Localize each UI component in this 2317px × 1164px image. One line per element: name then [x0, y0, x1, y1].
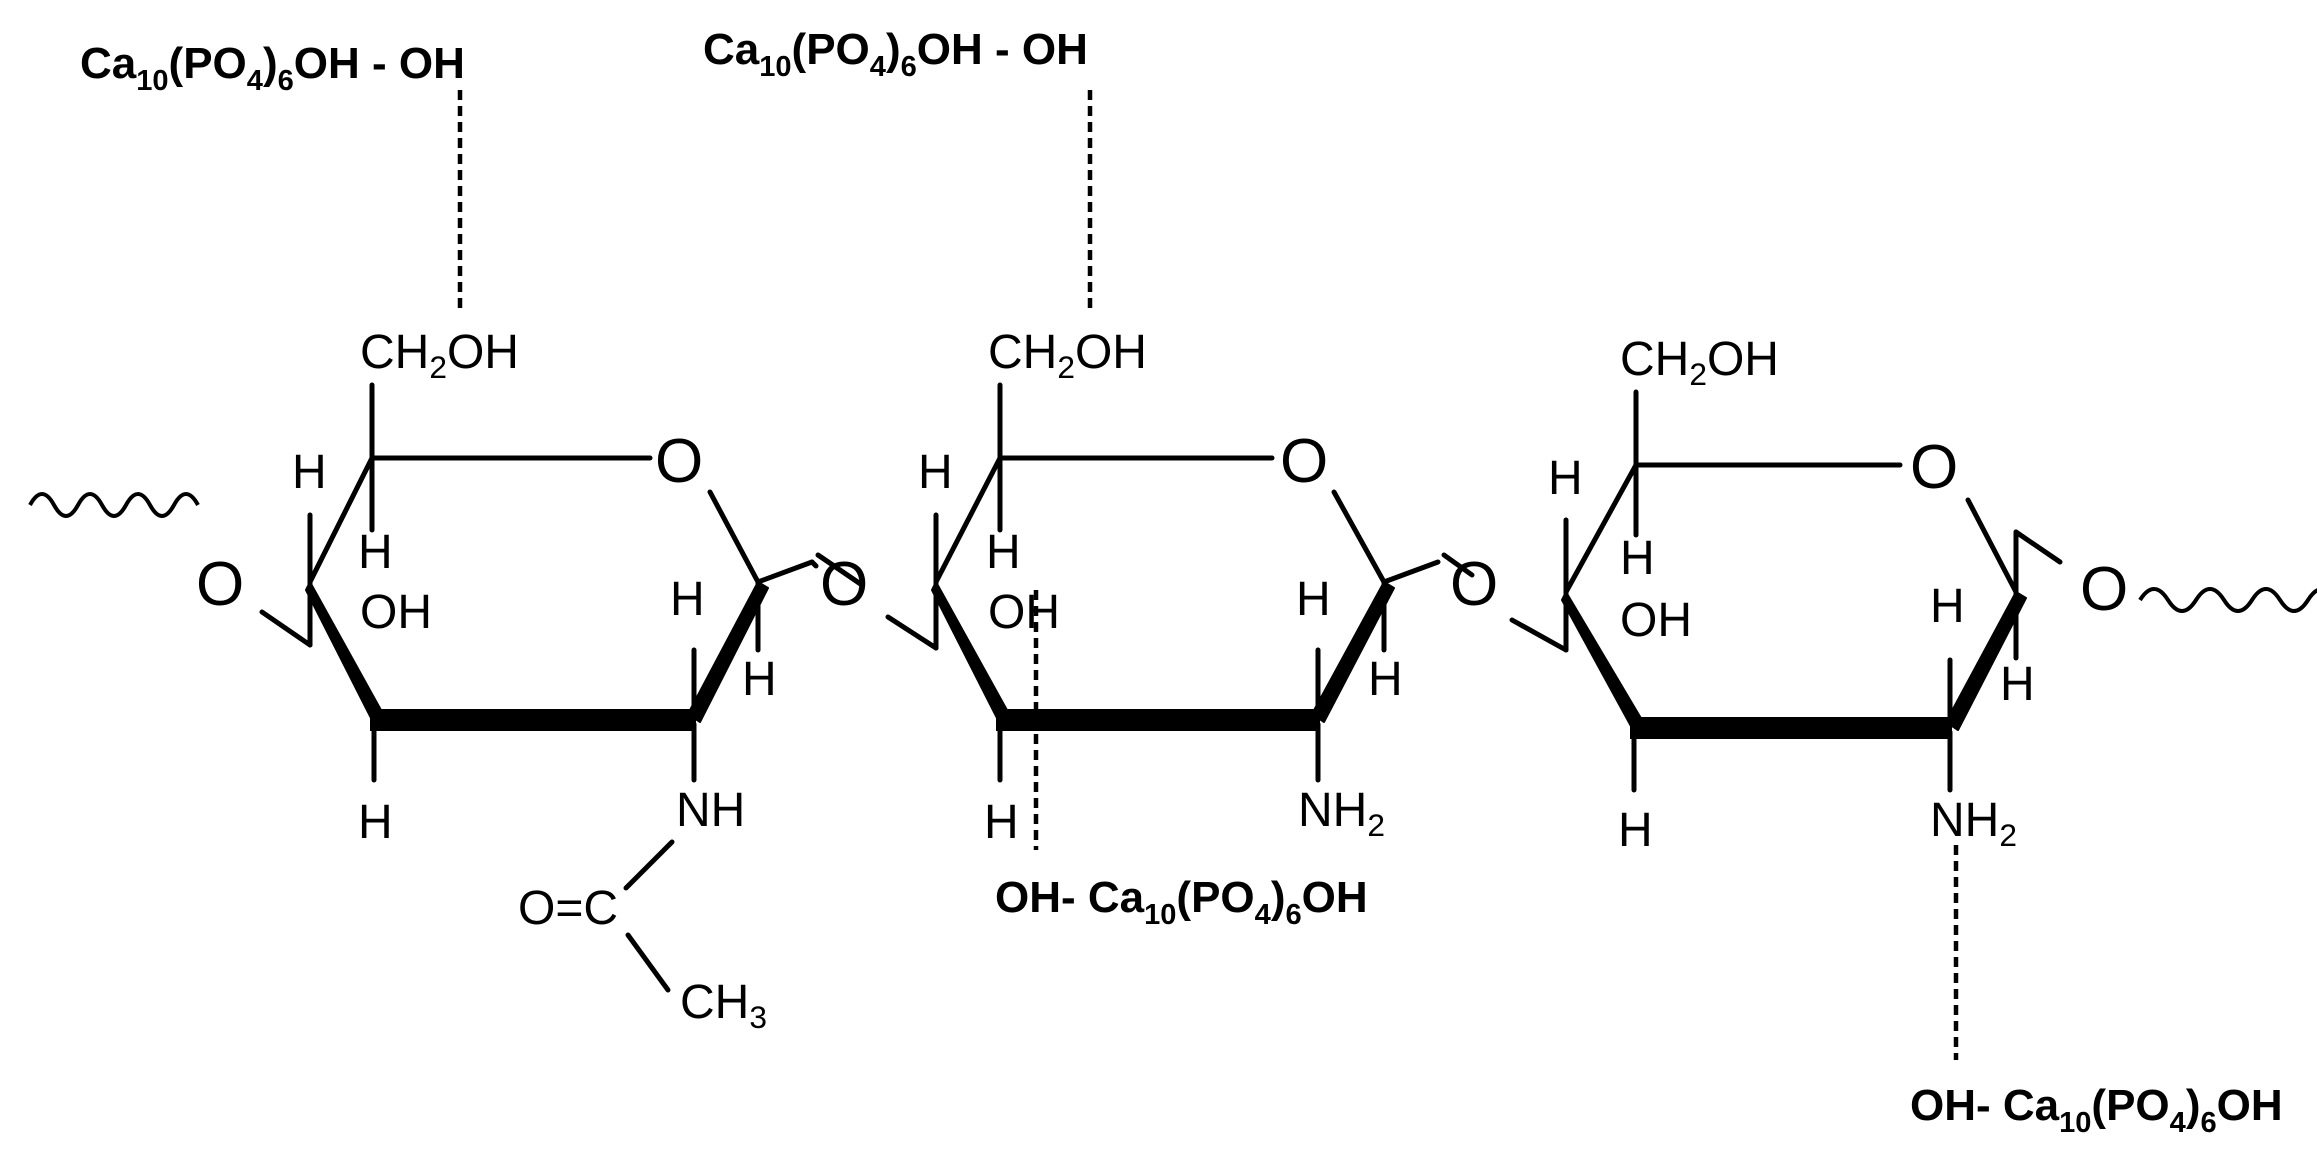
- ring-1-nh: NH: [676, 784, 745, 837]
- ring-2-h-c5: H: [986, 526, 1021, 579]
- ring-2-ch2oh: CH2OH: [988, 326, 1147, 385]
- ring-1-h-c5: H: [358, 526, 393, 579]
- hydroxyapatite-label-bottom-center: OH- Ca10(PO4)6OH: [995, 873, 1368, 931]
- ring-2-h-c2: H: [1296, 573, 1331, 626]
- ring-3-ch2oh: CH2OH: [1620, 333, 1779, 392]
- ring-2-glycosidic-oxygen: O: [820, 550, 868, 619]
- ring-1-oxygen: O: [655, 427, 703, 496]
- chain-end-right-wavy: [2138, 587, 2317, 613]
- ring-1-glycosidic-oxygen: O: [196, 550, 244, 619]
- ring-3-h-c5-left: H: [1548, 452, 1583, 505]
- ring-2-h-c1: H: [1368, 653, 1403, 706]
- ring-1-ch3: CH3: [680, 976, 767, 1035]
- ring-3-h-c5: H: [1620, 532, 1655, 585]
- ring-3-glycosidic-oxygen: O: [1450, 550, 1498, 619]
- ring-1-h-c1: H: [742, 653, 777, 706]
- ring-2-nh2: NH2: [1298, 784, 1385, 843]
- ring-1-ch2oh: CH2OH: [360, 326, 519, 385]
- ring-3-terminal-oxygen: O: [2080, 555, 2128, 624]
- hydroxyapatite-label-top-left: Ca10(PO4)6OH - OH: [80, 39, 465, 97]
- ring-3-h-c3: H: [1618, 804, 1653, 857]
- hydroxyapatite-label-top-center: Ca10(PO4)6OH - OH: [703, 25, 1088, 83]
- hydroxyapatite-label-bottom-right: OH- Ca10(PO4)6OH: [1910, 1081, 2283, 1139]
- chain-end-left-wavy: [28, 492, 200, 518]
- ring-3-oh: OH: [1620, 594, 1692, 647]
- ring-3-oxygen: O: [1910, 433, 1958, 502]
- ring-3-glcn: O O O CH2OH H H OH H H H NH2: [1441, 333, 2128, 857]
- ring-1-glcnac: O O CH2OH H H OH H H H NH O=C CH3: [196, 326, 819, 1035]
- ring-2-oxygen: O: [1280, 427, 1328, 496]
- ring-2-h-c3: H: [984, 796, 1019, 849]
- ring-1-h-c2: H: [670, 573, 705, 626]
- ring-3-h-c1: H: [2000, 658, 2035, 711]
- ring-1-carbonyl: O=C: [518, 882, 618, 935]
- ring-2-oh: OH: [988, 586, 1060, 639]
- ring-3-h-c2: H: [1930, 580, 1965, 633]
- ring-2-glcn: O O CH2OH H H OH H H H NH2: [815, 326, 1441, 849]
- ring-1-oh: OH: [360, 586, 432, 639]
- ring-1-h-c5-left: H: [292, 446, 327, 499]
- ring-1-h-c3: H: [358, 796, 393, 849]
- ring-3-nh2: NH2: [1930, 794, 2017, 853]
- ring-2-h-c5-left: H: [918, 446, 953, 499]
